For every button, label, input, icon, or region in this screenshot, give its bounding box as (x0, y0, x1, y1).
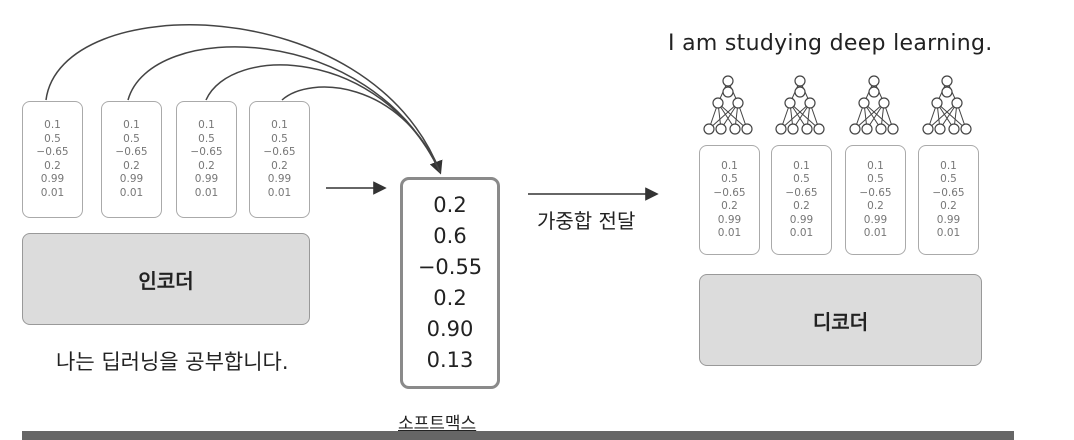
vector-value: −0.65 (713, 186, 746, 199)
vector-value: 0.5 (940, 173, 957, 185)
vector-value: −0.65 (263, 146, 296, 158)
softmax-label: 소프트맥스 (398, 414, 477, 434)
vector-value: 0.99 (863, 213, 888, 226)
vector-value: 0.5 (198, 132, 215, 145)
softmax-value: 0.2 (433, 286, 467, 310)
vector-value: 0.01 (936, 227, 961, 239)
vector-value: 0.01 (267, 186, 292, 199)
vector-value: 0.2 (721, 200, 738, 212)
decoder-block: 디코더 (699, 274, 982, 366)
neural-network-icon (775, 75, 825, 135)
vector-value: 0.1 (793, 159, 810, 172)
decoder-label: 디코더 (812, 309, 869, 334)
neural-network-icon (703, 75, 753, 135)
vector-value: −0.65 (932, 186, 965, 199)
vector-value: 0.99 (194, 173, 219, 185)
vector-value: 0.99 (717, 213, 742, 226)
softmax-value: −0.55 (417, 255, 483, 279)
vector-value: 0.2 (44, 159, 61, 172)
vector-value: 0.01 (40, 186, 65, 199)
input-sentence: 나는 딥러닝을 공부합니다. (56, 350, 289, 374)
vector-value: 0.1 (721, 159, 738, 172)
softmax-vector: 0.2 0.6 −0.55 0.2 0.90 0.13 (400, 177, 500, 389)
softmax-value: 0.13 (426, 348, 474, 372)
vector-value: 0.5 (867, 173, 884, 185)
vector-value: −0.65 (859, 186, 892, 199)
vector-value: −0.65 (115, 146, 148, 158)
vector-value: 0.5 (123, 132, 140, 145)
vector-value: 0.99 (267, 173, 292, 185)
vector-value: −0.65 (785, 186, 818, 199)
vector-value: 0.01 (119, 186, 144, 199)
vector-value: 0.1 (198, 119, 215, 131)
vector-value: 0.5 (271, 132, 288, 145)
vector-value: 0.01 (194, 186, 219, 199)
vector-value: 0.01 (863, 227, 888, 239)
softmax-value: 0.2 (433, 193, 467, 217)
vector-value: 0.99 (40, 173, 65, 185)
vector-value: 0.2 (123, 159, 140, 172)
vector-value: 0.01 (717, 227, 742, 239)
vector-value: 0.2 (793, 200, 810, 212)
vector-value: 0.1 (123, 119, 140, 131)
softmax-value: 0.90 (426, 317, 474, 341)
bottom-bar (22, 431, 1014, 440)
encoder-block: 인코더 (22, 233, 310, 325)
vector-value: 0.2 (271, 159, 288, 172)
output-sentence: I am studying deep learning. (668, 31, 993, 56)
vector-value: 0.5 (793, 173, 810, 185)
neural-network-icon (922, 75, 972, 135)
vector-value: 0.1 (271, 119, 288, 131)
encoder-label: 인코더 (138, 268, 194, 293)
vector-value: 0.2 (940, 200, 957, 212)
vector-value: 0.99 (936, 213, 961, 226)
decoder-neural-networks (703, 75, 972, 135)
vector-value: 0.99 (119, 173, 144, 185)
attention-arc-4 (281, 86, 441, 173)
vector-value: 0.1 (867, 159, 884, 172)
neural-network-icon (849, 75, 899, 135)
vector-value: 0.2 (198, 159, 215, 172)
vector-value: −0.65 (190, 146, 223, 158)
vector-value: 0.5 (721, 173, 738, 185)
vector-value: 0.1 (44, 119, 61, 131)
vector-value: 0.1 (940, 159, 957, 172)
vector-value: 0.01 (789, 227, 814, 239)
vector-value: 0.5 (44, 132, 61, 145)
softmax-value: 0.6 (433, 224, 467, 248)
vector-value: 0.2 (867, 200, 884, 212)
vector-value: 0.99 (789, 213, 814, 226)
weighted-sum-label: 가중합 전달 (537, 209, 636, 233)
attention-arc-1 (45, 24, 443, 175)
vector-value: −0.65 (36, 146, 69, 158)
